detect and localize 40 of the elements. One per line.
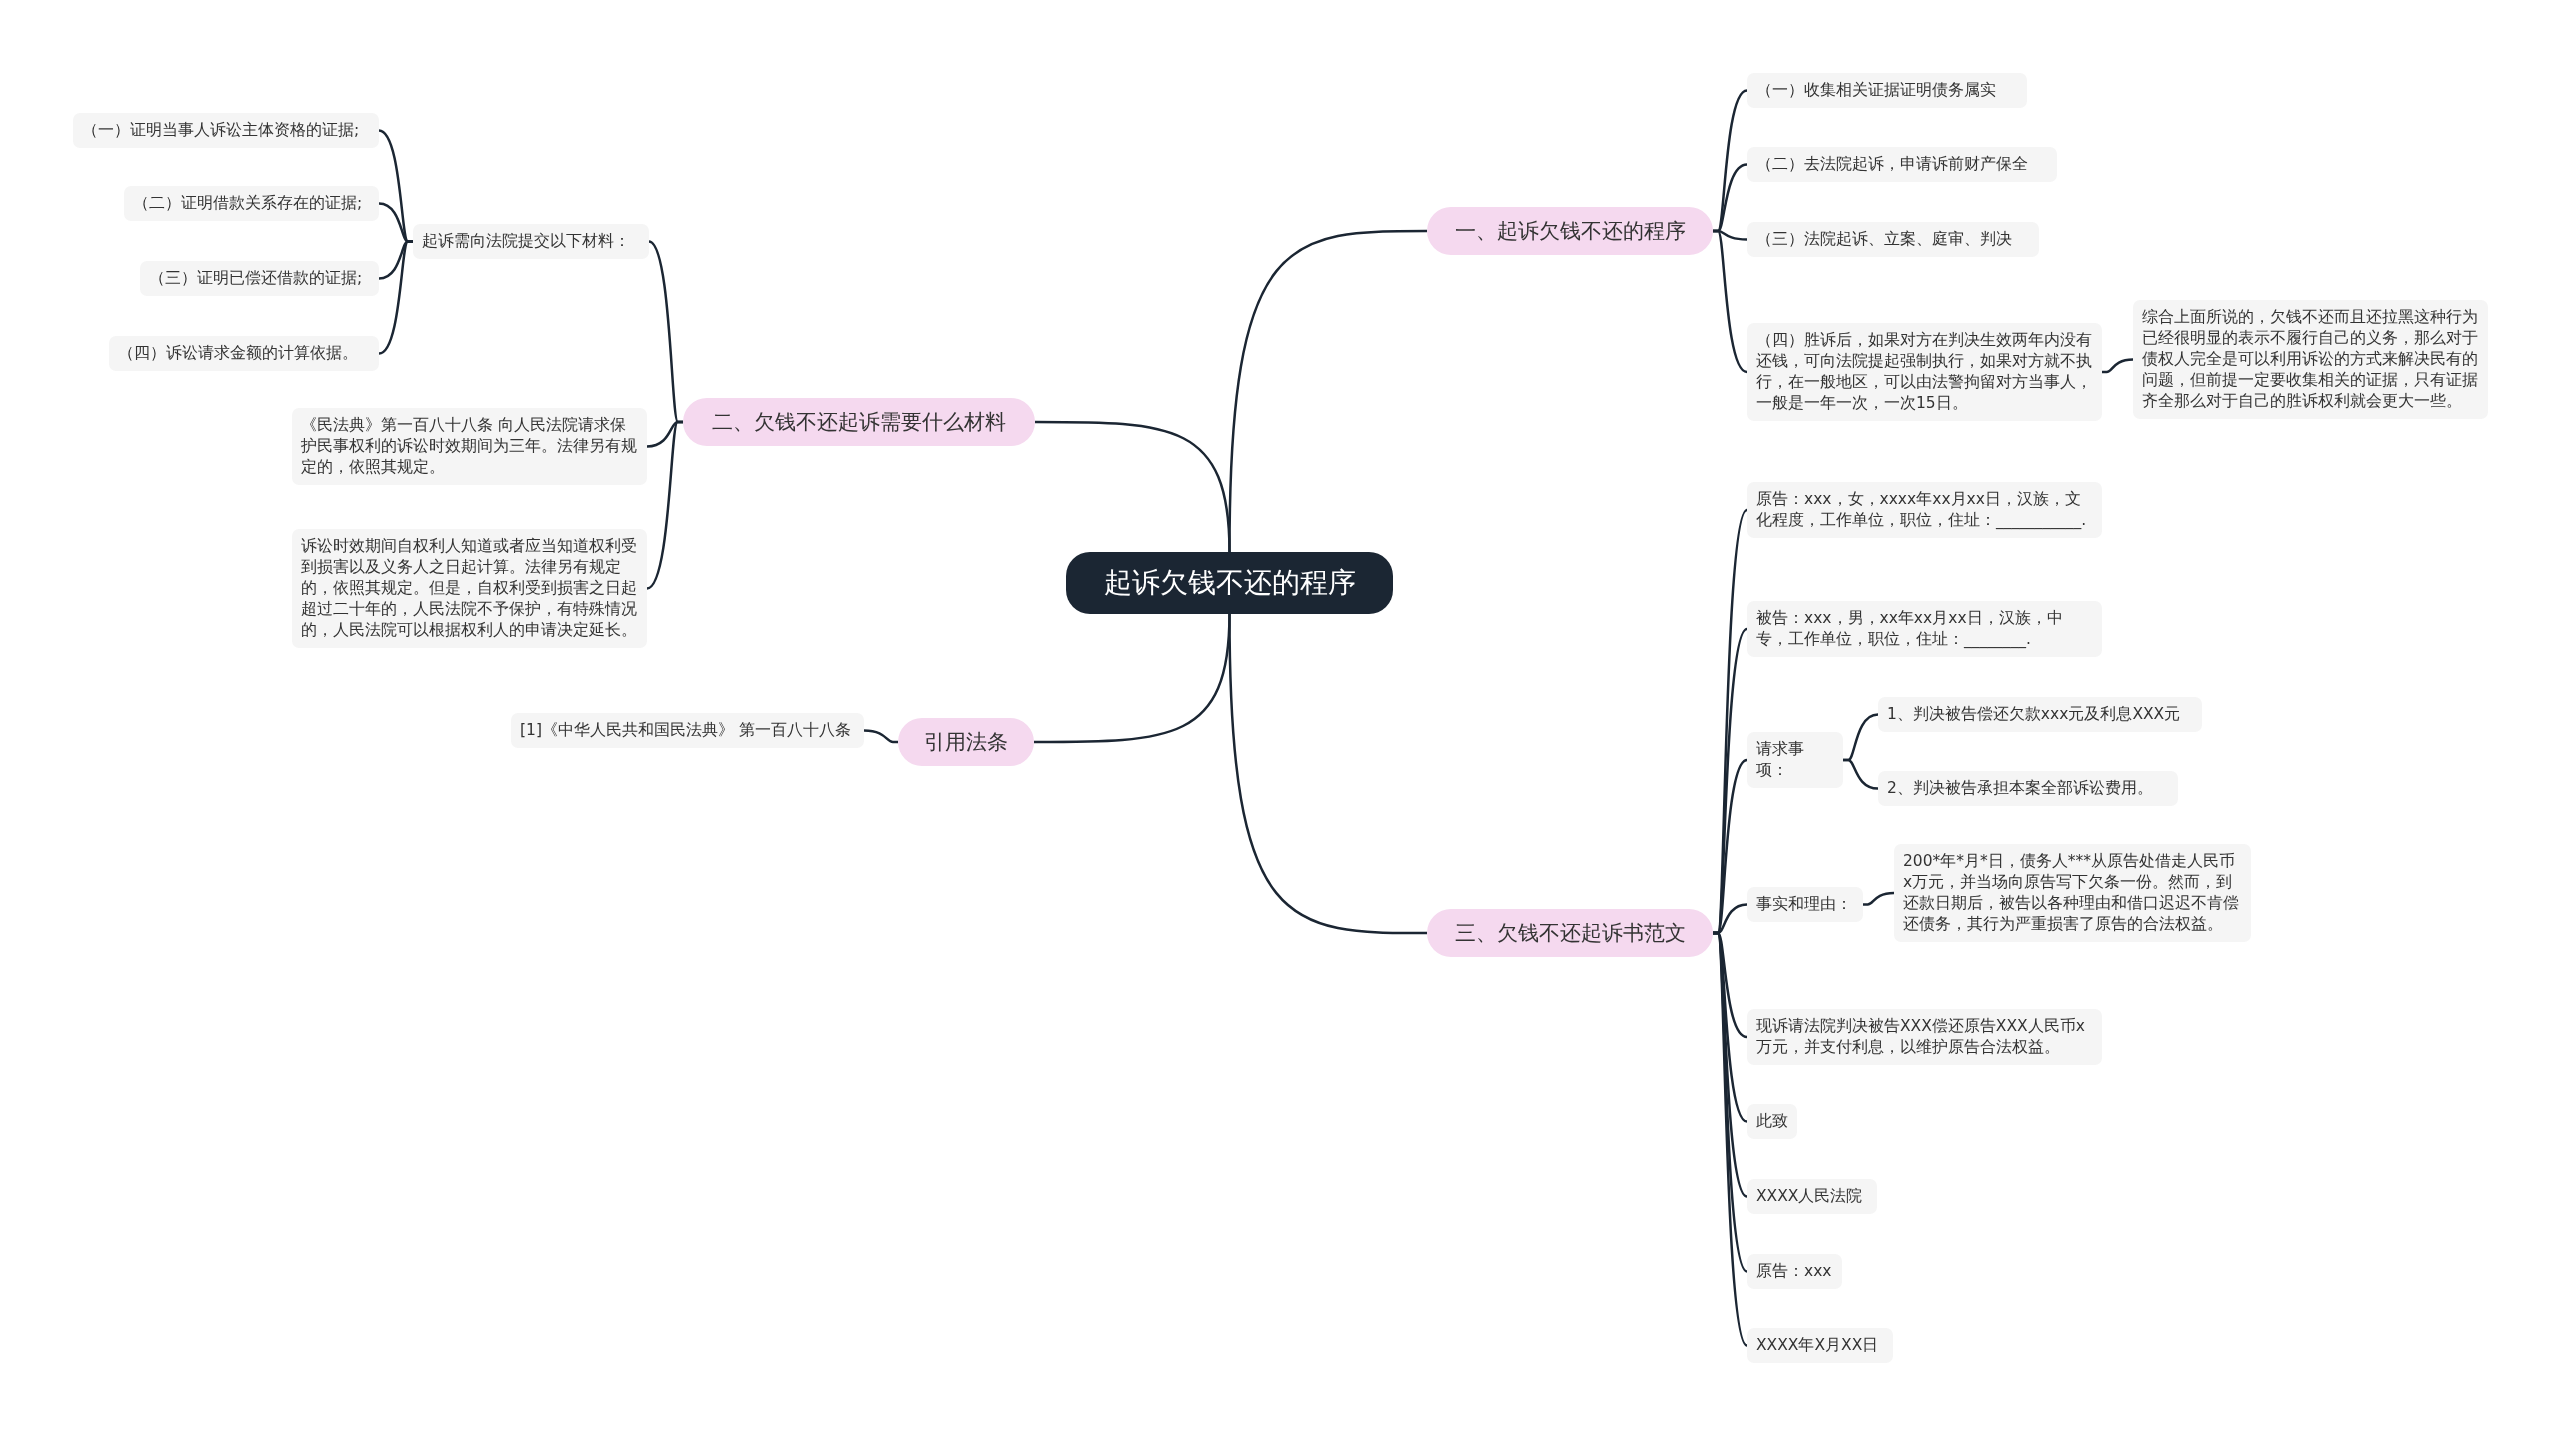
subtopic-box: 诉讼时效期间自权利人知道或者应当知道权利受到损害以及义务人之日起计算。法律另有规定的，依照其规定。但是，自权利受到损害之日起超过二十年的，人民法院不予保护，有特殊情况的，人民法院可以根据权利人的申请决定延长。 [292, 529, 647, 648]
connector-line [2102, 358, 2134, 374]
subtopic-box: 请求事项： [1747, 732, 1843, 788]
subtopic-box: （一）证明当事人诉讼主体资格的证据; [73, 113, 379, 148]
subtopic-box: XXXX人民法院 [1747, 1179, 1877, 1214]
subtopic-box: 现诉请法院判决被告XXX偿还原告XXX人民币x万元，并支付利息，以维护原告合法权益。 [1747, 1009, 2102, 1065]
connector-line [1713, 229, 1748, 374]
main-topic: 二、欠钱不还起诉需要什么材料 [683, 398, 1035, 447]
subtopic-box: 1、判决被告偿还欠款xxx元及利息XXX元 [1878, 697, 2202, 732]
connector-line [1035, 420, 1231, 553]
main-topic: 引用法条 [898, 718, 1034, 767]
subtopic-box: （四）胜诉后，如果对方在判决生效两年内没有还钱，可向法院提起强制执行，如果对方就不执行，在一般地区，可以由法警拘留对方当事人，一般是一年一次，一次15日。 [1747, 323, 2102, 421]
subtopic-box: 此致 [1747, 1104, 1797, 1139]
subtopic-box: 起诉需向法院提交以下材料： [413, 224, 649, 259]
subtopic-box: （三）证明已偿还借款的证据; [140, 261, 379, 296]
main-topic: 一、起诉欠钱不还的程序 [1427, 207, 1713, 256]
subtopic-box: 2、判决被告承担本案全部诉讼费用。 [1878, 771, 2178, 806]
connector-line [863, 729, 898, 744]
subtopic-box: 被告：xxx，男，xx年xx月xx日，汉族，中专，工作单位，职位，住址：________. [1747, 601, 2102, 657]
subtopic-box: （二）证明借款关系存在的证据; [124, 186, 379, 221]
subtopic-box: （二）去法院起诉，申请诉前财产保全 [1747, 147, 2057, 182]
central-topic: 起诉欠钱不还的程序 [1066, 552, 1393, 614]
connector-line [1713, 931, 1749, 1347]
connector-line [646, 420, 683, 590]
subtopic-box: [1]《中华人民共和国民法典》 第一百八十八条 [511, 713, 864, 748]
connector-line [1863, 891, 1895, 906]
subtopic-box: （三）法院起诉、立案、庭审、判决 [1747, 222, 2039, 257]
subtopic-box: 综合上面所说的，欠钱不还而且还拉黑这种行为已经很明显的表示不履行自己的义务，那么对于债权人完全是可以利用诉讼的方式来解决民有的问题，但前提一定要收集相关的证据，只有证据齐全那么对于自己的胜诉权利就会更大一些。 [2133, 300, 2488, 419]
subtopic-box: 200*年*月*日，债务人***从原告处借走人民币x万元，并当场向原告写下欠条一份。然而，到还款日期后，被告以各种理由和借口迟迟不肯偿还债务，其行为严重损害了原告的合法权益。 [1894, 844, 2251, 942]
connector-line [1034, 613, 1231, 744]
subtopic-box: XXXX年X月XX日 [1747, 1328, 1893, 1363]
subtopic-box: 原告：xxx [1747, 1254, 1842, 1289]
subtopic-box: 事实和理由： [1747, 887, 1863, 922]
subtopic-box: 《民法典》第一百八十八条 向人民法院请求保护民事权利的诉讼时效期间为三年。法律另有规定的，依照其规定。 [292, 408, 647, 485]
subtopic-box: （一）收集相关证据证明债务属实 [1747, 73, 2027, 108]
connector-line [1843, 758, 1879, 790]
connector-line [378, 240, 413, 355]
subtopic-box: 原告：xxx，女，xxxx年xx月xx日，汉族，文化程度，工作单位，职位，住址：___________. [1747, 482, 2102, 538]
main-topic: 三、欠钱不还起诉书范文 [1427, 909, 1713, 958]
subtopic-box: （四）诉讼请求金额的计算依据。 [109, 336, 379, 371]
